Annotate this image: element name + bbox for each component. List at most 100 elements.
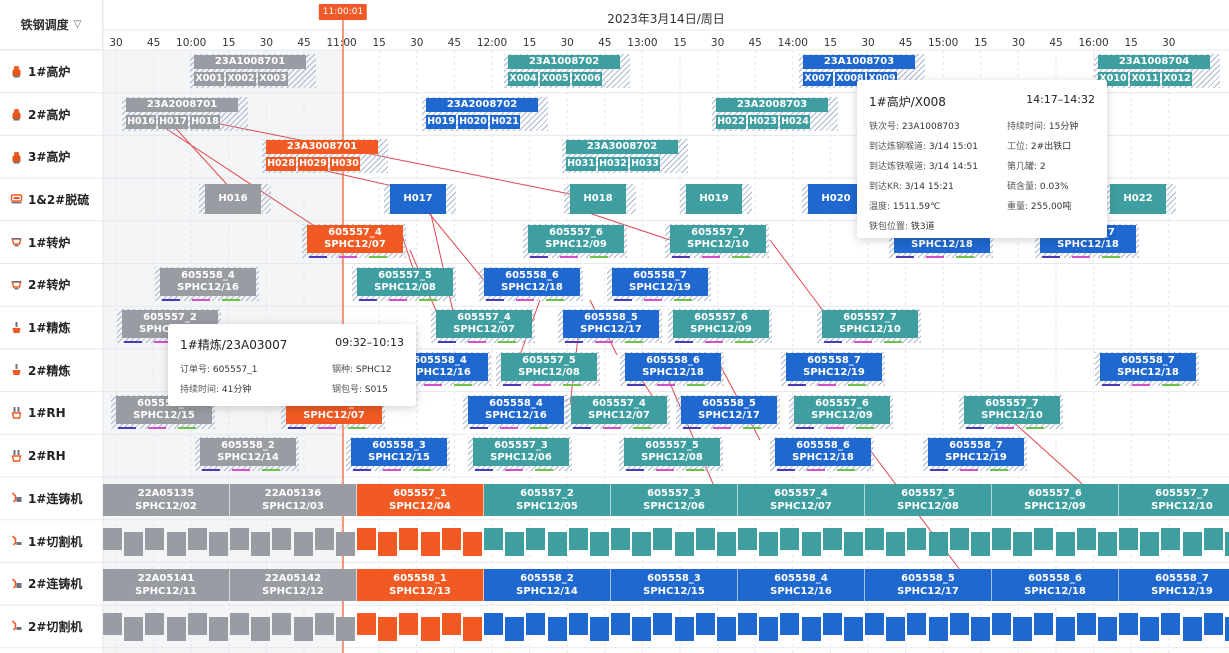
tap-chip[interactable]: H028 (266, 157, 296, 172)
cut-piece (992, 613, 1012, 636)
tap-chip[interactable]: H018 (190, 114, 220, 129)
filter-icon[interactable]: ▽ (73, 19, 82, 30)
rh-icon (11, 406, 22, 419)
tap-chip[interactable]: H033 (630, 157, 660, 172)
tap-chip[interactable]: H019 (426, 114, 456, 129)
status-underline (232, 469, 250, 472)
cast-grade: SPHC12/10 (1151, 501, 1213, 512)
tap-chip[interactable]: H031 (566, 157, 596, 172)
heat-group-title[interactable]: 23A2008701 (126, 97, 238, 112)
tap-chip[interactable]: H024 (780, 114, 810, 129)
tap-chip[interactable]: H020 (458, 114, 488, 129)
tap-chip[interactable]: X003 (258, 72, 288, 86)
job-grade: SPHC12/14 (217, 452, 279, 464)
status-underline (625, 341, 643, 344)
tap-chip[interactable]: H023 (748, 114, 778, 129)
tap-chip[interactable]: X012 (1162, 72, 1192, 86)
tap-chip[interactable]: H021 (490, 114, 520, 129)
tap-chip[interactable]: H029 (298, 157, 328, 172)
tap-chip[interactable]: X011 (1130, 72, 1160, 86)
tap-chip[interactable]: H032 (598, 157, 628, 172)
heat-group-title[interactable]: 23A1008704 (1098, 55, 1210, 69)
row-label-text: 1#连铸机 (28, 491, 83, 506)
tap-chip[interactable]: H016 (126, 114, 156, 129)
heat-group-title[interactable]: 23A2008703 (716, 97, 828, 112)
desulf-block[interactable]: H020 (808, 184, 864, 215)
heat-group-title[interactable]: 23A1008703 (803, 55, 915, 69)
desulf-block[interactable]: H016 (205, 184, 261, 215)
desulf-block[interactable]: H019 (686, 184, 742, 215)
desulf-block[interactable]: H018 (570, 184, 626, 215)
cut-piece (230, 613, 250, 636)
heat-group-title[interactable]: 23A2008702 (426, 97, 538, 112)
job-grade: SPHC12/07 (324, 238, 386, 250)
tap-chip[interactable]: X007 (803, 72, 833, 86)
desulf-block[interactable]: H022 (1110, 184, 1166, 215)
cast-order: 605558_5 (901, 573, 955, 585)
tap-chip[interactable]: X004 (508, 72, 538, 86)
heat-group-title[interactable]: 23A3008701 (266, 140, 378, 155)
tap-chip[interactable]: H030 (330, 157, 360, 172)
heat-group-title[interactable]: 23A3008702 (566, 140, 678, 155)
desulf-block[interactable]: H017 (390, 184, 446, 215)
panel-title-text: 铁钢调度 (20, 18, 69, 32)
heat-group-title[interactable]: 23A1008702 (508, 55, 620, 69)
status-underline (856, 426, 874, 429)
cut-piece (420, 531, 440, 556)
tap-chip[interactable]: X001 (194, 72, 224, 86)
status-underline (818, 383, 836, 386)
tap-chip[interactable]: X002 (226, 72, 256, 86)
heat-group-title[interactable]: 23A1008701 (194, 55, 306, 69)
tap-chip[interactable]: H022 (716, 114, 746, 129)
tap-chip[interactable]: X005 (540, 72, 570, 86)
tap-chip[interactable]: H017 (158, 114, 188, 129)
tap-chip[interactable]: X006 (572, 72, 602, 86)
status-underline (1102, 255, 1120, 258)
status-underline (657, 383, 675, 386)
